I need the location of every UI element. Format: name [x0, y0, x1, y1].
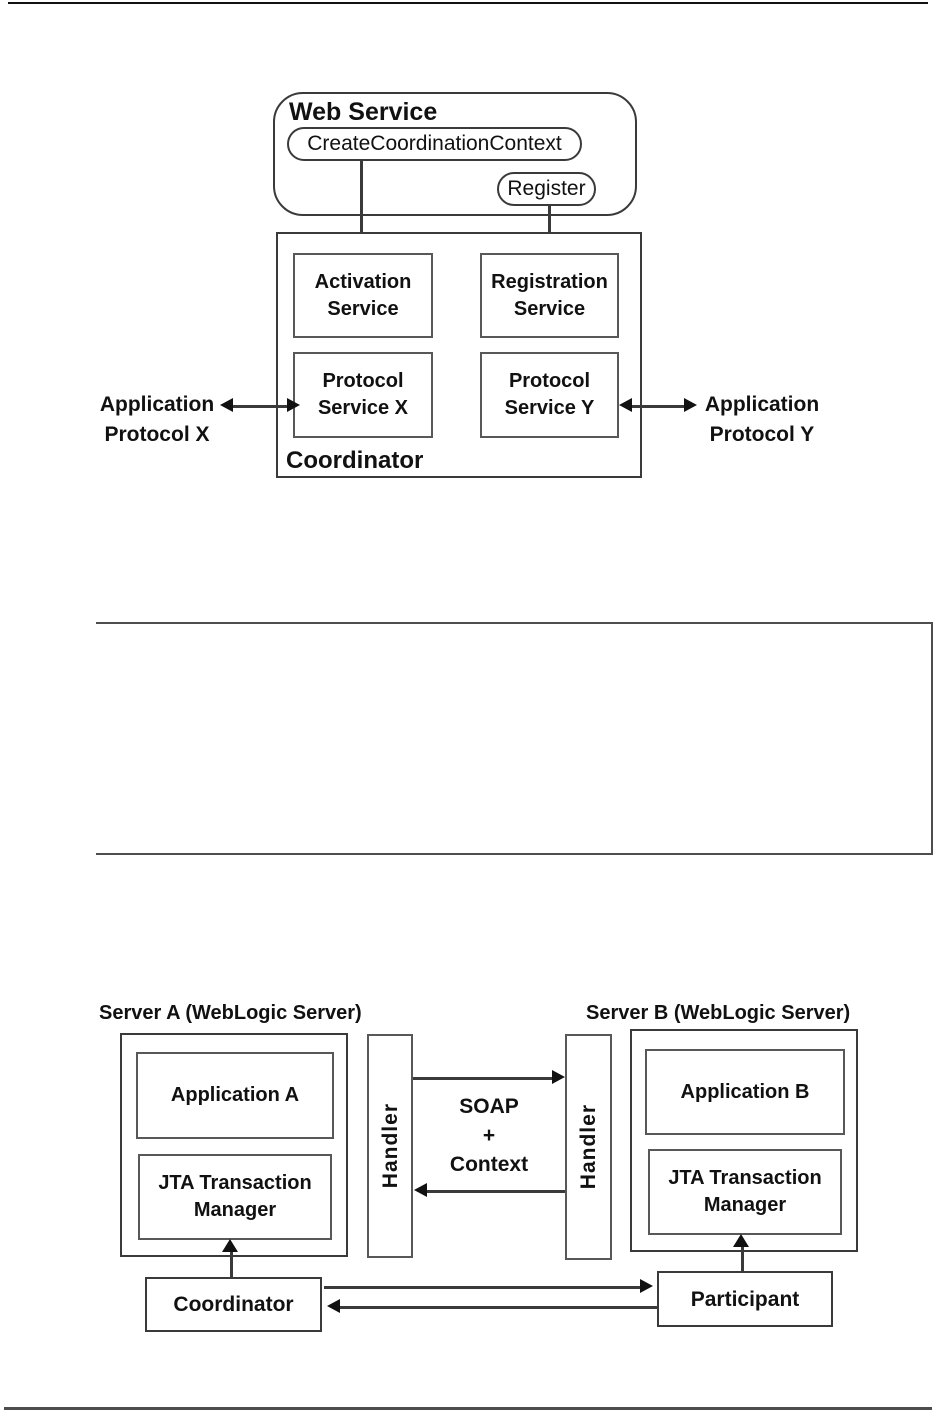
protocol-service-x-label: Protocol Service X [317, 370, 409, 419]
application-protocol-y-left-arrowhead-icon [619, 398, 632, 412]
activation-service-label: Activation Service [314, 270, 412, 320]
coordinator-bottom-label: Coordinator [173, 1293, 294, 1316]
coordinator-to-jta-a-line [230, 1251, 233, 1278]
empty-listing-box [96, 622, 933, 855]
page-top-rule [8, 2, 928, 4]
application-b-box: Application B [645, 1049, 845, 1135]
soap-request-arrowhead-icon [552, 1070, 565, 1084]
application-protocol-x-label: Application Protocol X [99, 393, 215, 446]
application-protocol-y-right-arrowhead-icon [684, 398, 697, 412]
jta-transaction-manager-b-label: JTA Transaction Manager [668, 1167, 822, 1216]
application-protocol-y-line [627, 405, 687, 408]
application-b-label: Application B [680, 1080, 810, 1103]
protocol-service-y-label: Protocol Service Y [504, 370, 595, 419]
handler-b-box: Handler [565, 1034, 612, 1260]
create-to-activation-line [360, 161, 363, 241]
handler-b-label: Handler [577, 1104, 600, 1190]
application-a-box: Application A [136, 1052, 334, 1139]
coordinator-to-participant-arrowhead-icon [640, 1279, 653, 1293]
create-coordination-context-pill: CreateCoordinationContext [287, 127, 582, 161]
soap-context-label: SOAP + Context [449, 1095, 529, 1176]
server-b-title: Server B (WebLogic Server) [586, 1002, 851, 1024]
participant-box: Participant [657, 1271, 833, 1327]
participant-to-jta-b-line [741, 1246, 744, 1272]
participant-to-jta-b-arrowhead-icon [733, 1234, 749, 1247]
application-protocol-x-right-arrowhead-icon [287, 398, 300, 412]
soap-response-arrowhead-icon [414, 1183, 427, 1197]
protocol-service-x-box: Protocol Service X [293, 352, 433, 438]
application-protocol-x-line [230, 405, 290, 408]
protocol-service-y-box: Protocol Service Y [480, 352, 619, 438]
coordinator-bottom-box: Coordinator [145, 1277, 322, 1332]
soap-request-line [413, 1077, 553, 1080]
application-protocol-y-label: Application Protocol Y [704, 393, 820, 446]
soap-response-line [427, 1190, 565, 1193]
participant-to-coordinator-arrowhead-icon [327, 1299, 340, 1313]
handler-a-box: Handler [367, 1034, 413, 1258]
participant-label: Participant [690, 1287, 800, 1311]
coordinator-to-jta-a-arrowhead-icon [222, 1239, 238, 1252]
registration-service-box: Registration Service [480, 253, 619, 338]
coordinator-label: Coordinator [286, 447, 428, 475]
application-a-label: Application A [170, 1084, 300, 1106]
register-pill: Register [497, 172, 596, 206]
handler-a-label: Handler [378, 1103, 402, 1189]
register-to-registration-line [548, 206, 551, 241]
registration-service-label: Registration Service [491, 270, 608, 320]
participant-to-coordinator-line [339, 1306, 657, 1309]
create-coordination-context-label: CreateCoordinationContext [307, 132, 562, 155]
application-protocol-x-left-arrowhead-icon [220, 398, 233, 412]
jta-transaction-manager-a-box: JTA Transaction Manager [138, 1154, 332, 1240]
server-a-title: Server A (WebLogic Server) [99, 1002, 362, 1024]
coordinator-to-participant-line [324, 1286, 640, 1289]
register-label: Register [507, 177, 586, 200]
page-bottom-rule [4, 1407, 932, 1410]
jta-transaction-manager-a-label: JTA Transaction Manager [158, 1172, 312, 1221]
activation-service-box: Activation Service [293, 253, 433, 338]
web-service-label: Web Service [289, 98, 438, 126]
jta-transaction-manager-b-box: JTA Transaction Manager [648, 1149, 842, 1235]
